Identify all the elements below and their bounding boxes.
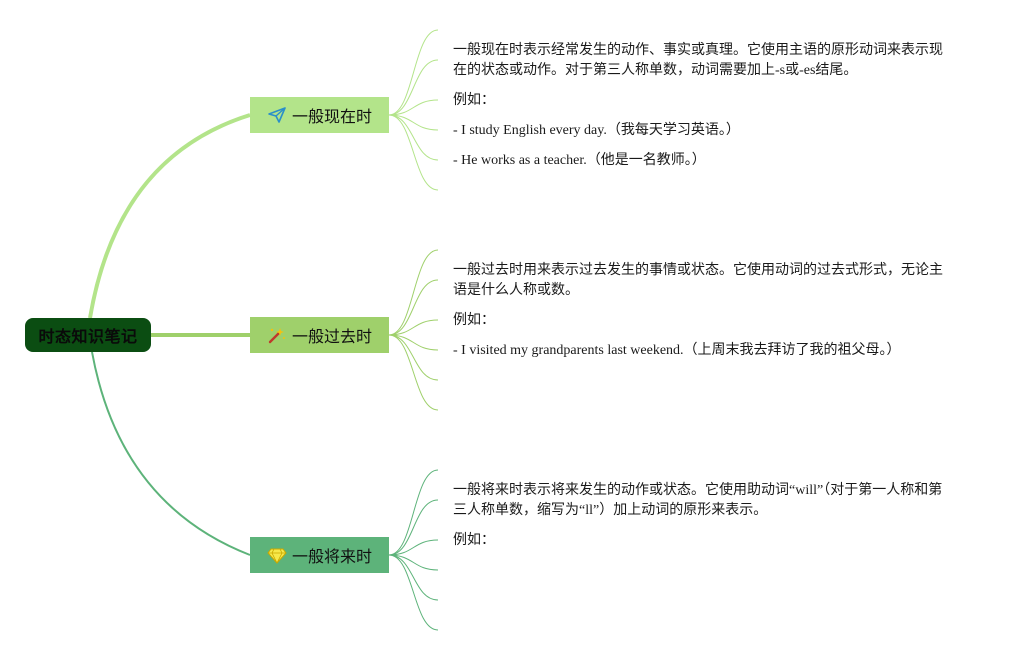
leaf-connector-2-2	[388, 279, 439, 336]
connector-root-branch-1	[88, 113, 251, 319]
leaf-connector-1-1	[388, 29, 439, 116]
leaf-connector-2-4	[388, 334, 439, 351]
leaf-connector-3-2	[388, 499, 439, 556]
connector-root-branch-3	[91, 351, 251, 556]
magic-wand-icon	[268, 328, 285, 344]
leaf-connector-2-6	[388, 334, 439, 411]
leaf-connector-3-3	[388, 539, 439, 556]
leaf-connector-1-6	[388, 114, 439, 191]
root-topic-label: 时态知识笔记	[38, 327, 138, 346]
leaf-connector-3-4	[388, 554, 439, 571]
leaf-past-example-heading: 例如：	[453, 313, 495, 328]
branch-label: 一般现在时	[291, 107, 372, 126]
root-topic[interactable]: 时态知识笔记	[25, 318, 151, 352]
leaf-present-definition: 一般现在时表示经常发生的动作、事实或真理。它使用主语的原形动词来表示现在的状态或…	[453, 43, 943, 78]
leaf-past-example-1: - I visited my grandparents last weekend…	[453, 343, 901, 358]
leaf-connector-2-3	[388, 319, 439, 336]
branch-future-simple[interactable]: 一般将来时	[250, 537, 389, 573]
branch-label: 一般过去时	[291, 327, 372, 346]
leaf-connector-1-4	[388, 114, 439, 131]
branch-label: 一般将来时	[291, 547, 372, 566]
paper-plane-icon	[268, 107, 286, 123]
leaf-connector-1-3	[388, 99, 439, 116]
leaf-connector-2-1	[388, 249, 439, 336]
branch-past-simple[interactable]: 一般过去时	[250, 317, 389, 353]
branch-present-simple[interactable]: 一般现在时	[250, 97, 389, 133]
leaf-present-example-2: - He works as a teacher.（他是一名教师。）	[453, 153, 706, 168]
leaf-present-example-1: - I study English every day.（我每天学习英语。）	[453, 123, 740, 138]
leaf-future-example-heading: 例如：	[453, 533, 495, 548]
leaf-past-definition: 一般过去时用来表示过去发生的事情或状态。它使用动词的过去式形式，无论主语是什么人…	[453, 263, 943, 298]
leaf-connector-1-2	[388, 59, 439, 116]
diamond-icon	[267, 548, 287, 564]
leaf-present-example-heading: 例如：	[453, 93, 495, 108]
leaf-connector-1-5	[388, 114, 439, 161]
leaf-future-definition: 一般将来时表示将来发生的动作或状态。它使用助动词“will”（对于第一人称和第三…	[453, 483, 943, 518]
leaf-connector-3-6	[388, 554, 439, 631]
leaf-connector-3-5	[388, 554, 439, 601]
leaf-connector-2-5	[388, 334, 439, 381]
leaf-connector-3-1	[388, 469, 439, 556]
